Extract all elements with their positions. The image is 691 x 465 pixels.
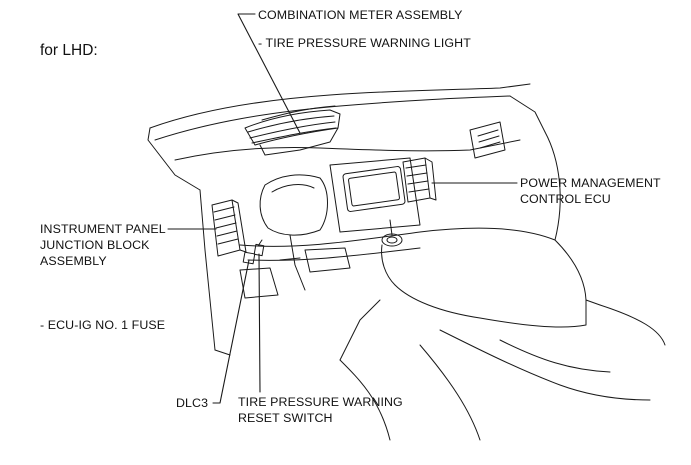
ip-jb-label-line1: INSTRUMENT PANEL — [40, 222, 166, 236]
reset-switch-label-line1: TIRE PRESSURE WARNING — [238, 395, 403, 409]
center-stack-drawing — [330, 122, 505, 246]
ecu-ig-fuse-label: - ECU-IG NO. 1 FUSE — [40, 318, 166, 332]
leader-lines — [168, 14, 517, 403]
power-mgmt-label-line2: CONTROL ECU — [520, 192, 611, 206]
ip-jb-label-line2: JUNCTION BLOCK — [40, 238, 150, 252]
tire-warning-light-label: - TIRE PRESSURE WARNING LIGHT — [258, 36, 471, 50]
instrument-panel-jb-drawing — [212, 200, 246, 256]
reset-switch-label-line2: RESET SWITCH — [238, 411, 333, 425]
combination-meter-label: COMBINATION METER ASSEMBLY — [258, 8, 463, 22]
steering-column-drawing — [240, 175, 350, 298]
combination-meter-drawing — [245, 106, 340, 155]
power-mgmt-label-line1: POWER MANAGEMENT — [520, 176, 661, 190]
layout-heading: for LHD: — [40, 42, 98, 59]
dlc3-label: DLC3 — [176, 396, 209, 410]
dashboard-outline — [148, 84, 665, 440]
ip-jb-label-line3: ASSEMBLY — [40, 254, 107, 268]
power-management-ecu-drawing — [403, 158, 436, 202]
dlc3-and-switch-drawing — [243, 240, 264, 264]
